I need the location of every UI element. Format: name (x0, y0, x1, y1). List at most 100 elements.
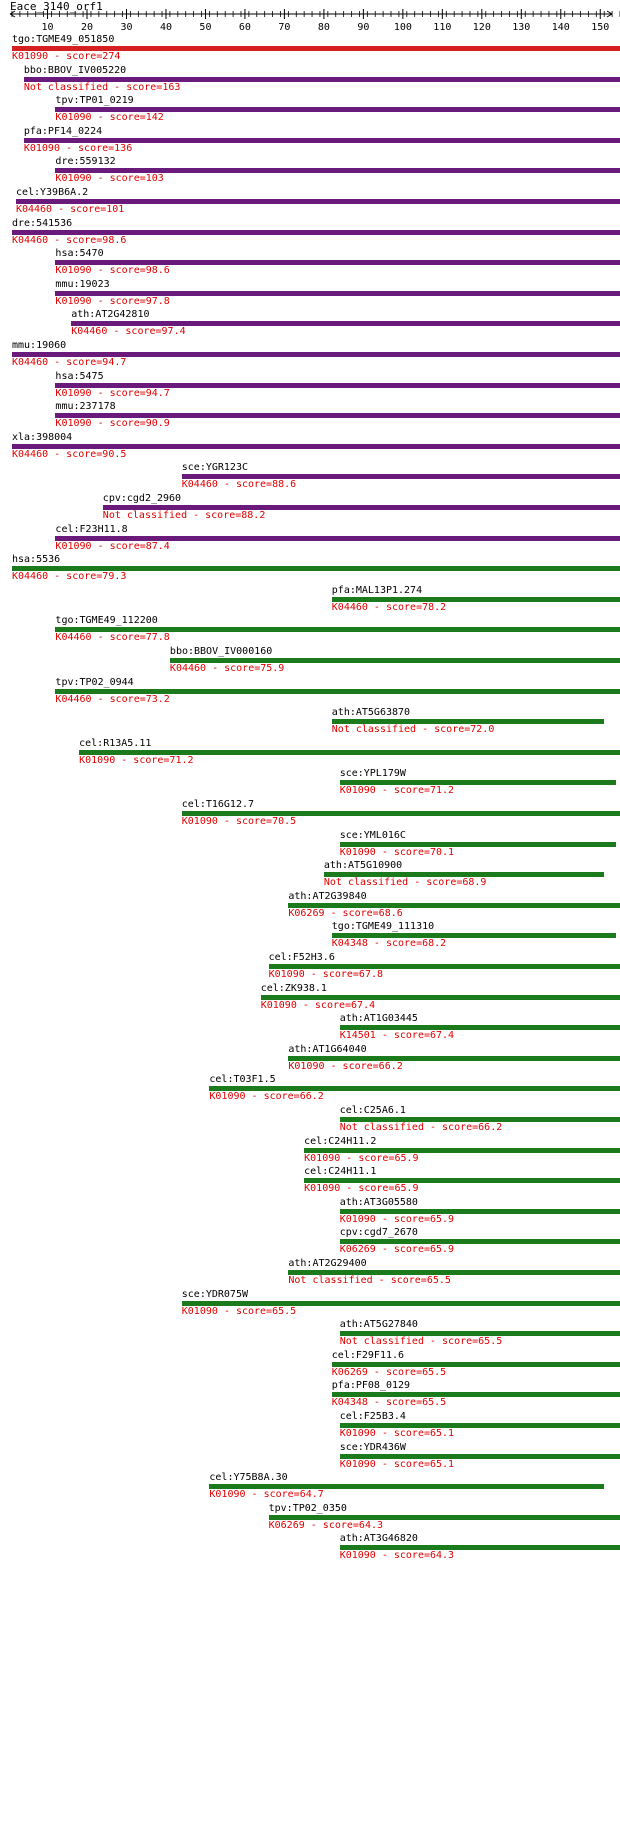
hit-name[interactable]: cpv:cgd2_2960 (102, 493, 182, 504)
hit-name[interactable]: tpv:TP01_0219 (55, 95, 134, 107)
hit-bar[interactable] (323, 872, 605, 878)
hit-bar[interactable] (331, 933, 617, 939)
hit-name[interactable]: tpv:TP02_0944 (55, 676, 134, 688)
hit-name[interactable]: ath:AT1G03445 (339, 1013, 418, 1025)
hit-name[interactable]: pfa:PF08_0129 (331, 1380, 411, 1392)
hit-name[interactable]: xla:398004 (12, 431, 73, 443)
hit-name[interactable]: cel:F25B3.4 (339, 1411, 406, 1422)
hit-bar[interactable] (288, 902, 620, 908)
hit-bar[interactable] (260, 994, 620, 1000)
hit-name[interactable]: bbo:BBOV_IV005220 (23, 64, 127, 76)
hit-bar[interactable] (339, 1208, 620, 1214)
hit-name[interactable]: ath:AT2G29400 (288, 1258, 367, 1269)
hit-bar[interactable] (181, 474, 620, 480)
hit-bar[interactable] (331, 1392, 620, 1398)
hit-bar[interactable] (288, 1055, 620, 1061)
hit-name[interactable]: sce:YML016C (339, 829, 406, 841)
hit-bar[interactable] (339, 1239, 620, 1245)
hit-bar[interactable] (55, 107, 620, 113)
hit-name[interactable]: ath:AT1G64040 (288, 1043, 367, 1055)
hit-bar[interactable] (55, 382, 620, 388)
hit-bar[interactable] (12, 352, 620, 357)
hit-name[interactable]: ath:AT5G10900 (323, 860, 403, 872)
hit-name[interactable]: dre:559132 (55, 156, 116, 168)
hit-bar[interactable] (209, 1086, 620, 1092)
hit-bar[interactable] (181, 811, 620, 816)
hit-bar[interactable] (304, 1178, 620, 1184)
hit-name[interactable]: sce:YGR123C (181, 462, 248, 474)
hit-bar[interactable] (268, 964, 620, 969)
hit-name[interactable]: cel:ZK938.1 (260, 982, 327, 994)
hit-name[interactable]: sce:YDR436W (339, 1441, 406, 1453)
hit-bar[interactable] (12, 46, 620, 51)
hit-bar[interactable] (23, 76, 620, 82)
hit-bar[interactable] (209, 1484, 605, 1490)
hit-name[interactable]: cel:C25A6.1 (339, 1105, 406, 1116)
hit-name[interactable]: tpv:TP02_0350 (268, 1502, 347, 1514)
hit-name[interactable]: cel:C24H11.2 (304, 1135, 377, 1147)
hit-name[interactable]: cel:F29F11.6 (331, 1349, 405, 1361)
hit-bar[interactable] (339, 841, 617, 847)
hit-bar[interactable] (339, 1545, 620, 1551)
hit-bar[interactable] (339, 1117, 620, 1122)
hit-bar[interactable] (55, 688, 620, 694)
hit-name[interactable]: cel:T03F1.5 (209, 1074, 276, 1086)
hit-name[interactable]: ath:AT2G42810 (71, 309, 150, 321)
hit-name[interactable]: hsa:5475 (55, 370, 104, 382)
hit-bar[interactable] (15, 199, 620, 204)
hit-name[interactable]: mmu:19060 (12, 340, 67, 351)
hit-bar[interactable] (169, 658, 620, 663)
hit-name[interactable]: ath:AT5G27840 (339, 1319, 418, 1331)
hit-name[interactable]: cel:F23H11.8 (55, 523, 128, 535)
hit-bar[interactable] (331, 719, 605, 725)
hit-bar[interactable] (339, 780, 617, 786)
hit-name[interactable]: sce:YDR075W (181, 1288, 248, 1300)
hit-name[interactable]: cel:T16G12.7 (181, 799, 255, 810)
hit-name[interactable]: bbo:BBOV_IV000160 (169, 646, 273, 657)
hit-name[interactable]: sce:YPL179W (339, 768, 406, 780)
hit-bar[interactable] (79, 749, 620, 755)
hit-name[interactable]: cel:Y39B6A.2 (15, 187, 89, 198)
hit-name[interactable]: tgo:TGME49_112200 (55, 615, 158, 627)
hit-bar[interactable] (12, 229, 620, 235)
hit-bar[interactable] (55, 260, 620, 266)
hit-name[interactable]: cel:F52H3.6 (268, 952, 335, 963)
hit-name[interactable]: tgo:TGME49_051850 (12, 34, 115, 45)
hit-name[interactable]: hsa:5470 (55, 248, 104, 260)
hit-bar[interactable] (12, 443, 620, 449)
hit-bar[interactable] (268, 1514, 620, 1520)
hit-name[interactable]: ath:AT3G05580 (339, 1196, 418, 1208)
hit-name[interactable]: cel:Y75B8A.30 (209, 1472, 288, 1484)
hit-bar[interactable] (331, 1361, 620, 1367)
hit-bar[interactable] (181, 1300, 620, 1306)
hit-name[interactable]: ath:AT3G46820 (339, 1533, 418, 1545)
hit-name[interactable]: hsa:5536 (12, 554, 61, 566)
hit-name[interactable]: pfa:MAL13P1.274 (331, 584, 423, 596)
hit-bar[interactable] (304, 1147, 620, 1153)
hit-name[interactable]: dre:541536 (12, 217, 73, 229)
hit-bar[interactable] (288, 1270, 620, 1275)
hit-name[interactable]: ath:AT5G63870 (331, 707, 411, 719)
hit-bar[interactable] (339, 1025, 620, 1031)
hit-name[interactable]: cpv:cgd7_2670 (339, 1227, 418, 1239)
hit-bar[interactable] (339, 1453, 620, 1459)
hit-bar[interactable] (339, 1423, 620, 1428)
hit-name[interactable]: mmu:19023 (55, 278, 110, 290)
hit-bar[interactable] (339, 1331, 620, 1337)
hit-bar[interactable] (55, 290, 620, 296)
hit-bar[interactable] (23, 137, 620, 143)
hit-name[interactable]: cel:R13A5.11 (79, 737, 152, 749)
hit-bar[interactable] (55, 168, 620, 174)
hit-name[interactable]: ath:AT2G39840 (288, 890, 367, 902)
hit-bar[interactable] (102, 505, 620, 510)
hit-name[interactable]: tgo:TGME49_111310 (331, 921, 435, 933)
hit-bar[interactable] (55, 627, 620, 633)
hit-bar[interactable] (55, 535, 620, 541)
hit-name[interactable]: pfa:PF14_0224 (23, 125, 103, 137)
hit-bar[interactable] (331, 596, 620, 602)
hit-name[interactable]: cel:C24H11.1 (304, 1166, 377, 1178)
hit-bar[interactable] (12, 566, 620, 572)
hit-bar[interactable] (71, 321, 620, 327)
hit-bar[interactable] (55, 413, 620, 419)
hit-name[interactable]: mmu:237178 (55, 401, 116, 413)
